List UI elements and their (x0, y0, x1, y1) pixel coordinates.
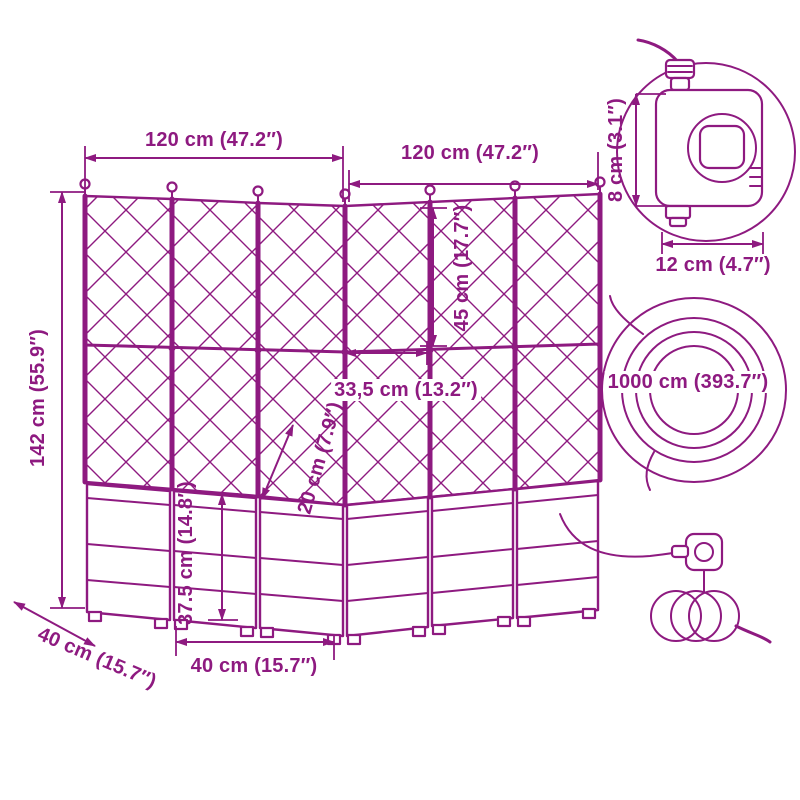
dim-depth-front-label: 40 cm (15.7″) (190, 655, 318, 677)
planter-boxes (85, 479, 600, 646)
drip-hose-run (559, 513, 772, 644)
dim-width-left-label: 120 cm (47.2″) (144, 129, 284, 151)
dim-hose-length-label: 1000 cm (393.7″) (604, 371, 772, 393)
dim-inner-width-label: 33,5 cm (13.2″) (331, 379, 481, 401)
hose-coil-callout (601, 295, 787, 491)
dimension-lines (13, 93, 764, 660)
dim-width-right-label: 120 cm (47.2″) (400, 142, 540, 164)
water-timer-callout (616, 38, 796, 242)
dim-trellis-height-label: 45 cm (17.7″) (451, 204, 473, 332)
dim-total-height-label: 142 cm (55.9″) (27, 328, 49, 468)
dim-timer-width-label: 12 cm (4.7″) (655, 254, 771, 276)
dim-planter-height-label: 37.5 cm (14.8″) (175, 481, 197, 625)
trellis-left-wall (83, 194, 347, 507)
dim-timer-height-label: 8 cm (3.1″) (605, 97, 627, 203)
